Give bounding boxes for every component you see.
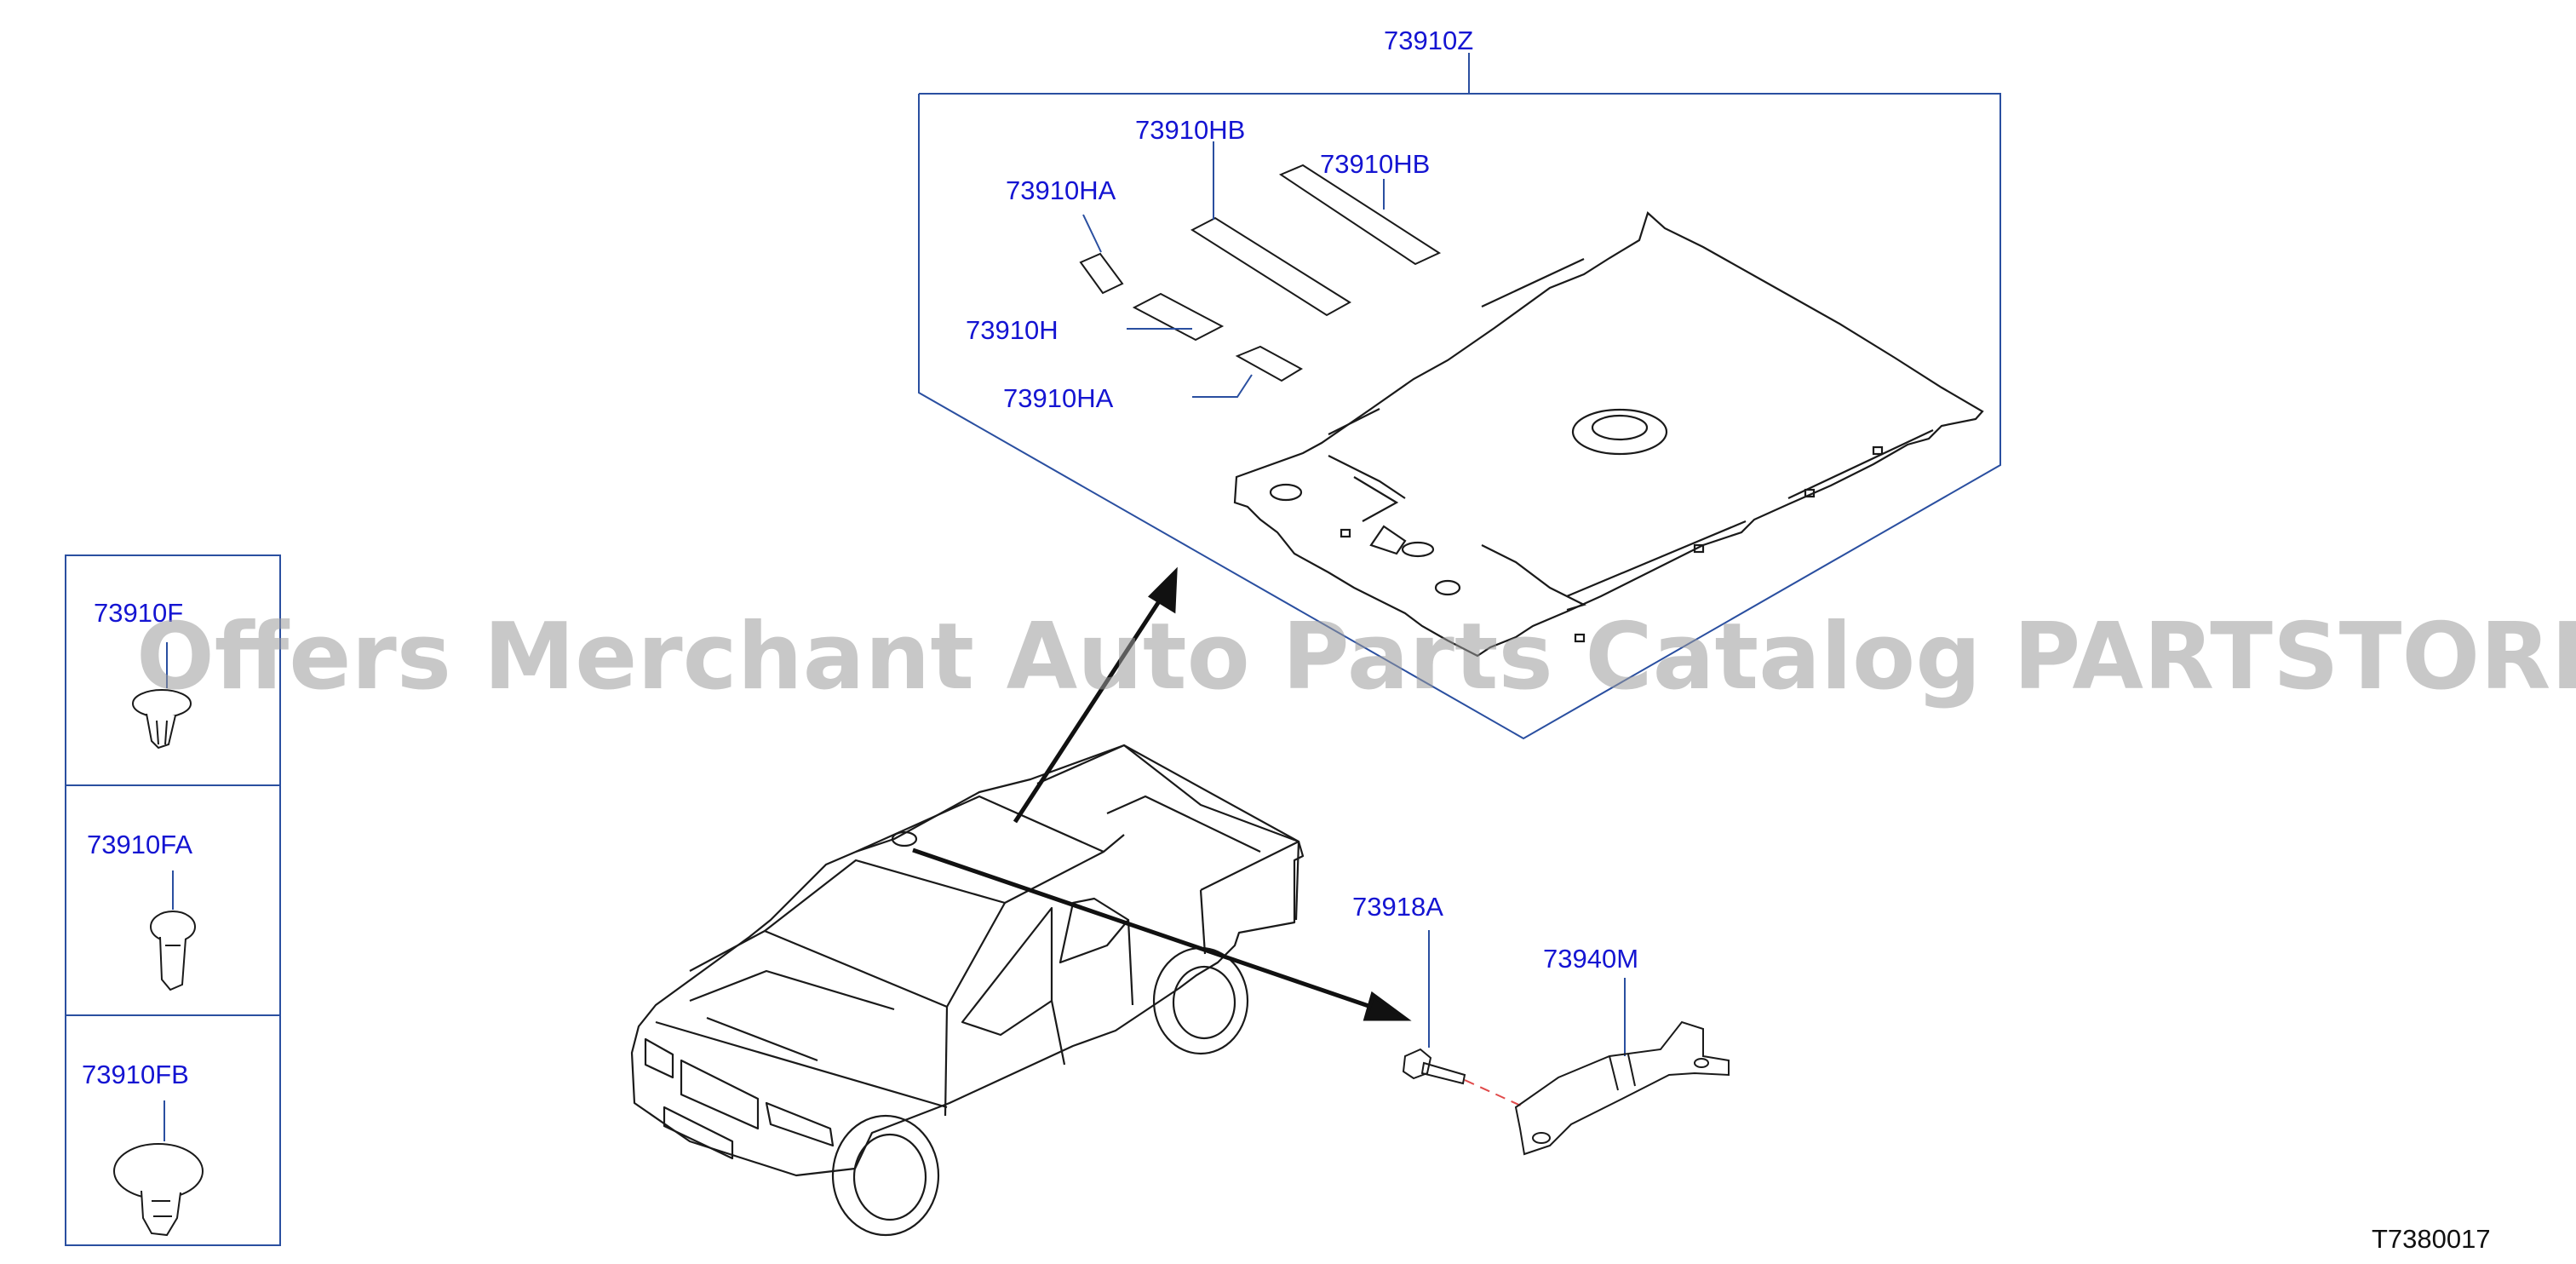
clip-legend-panel (65, 554, 281, 1246)
clip-fa-icon (150, 911, 196, 991)
callout-arrows (912, 566, 1412, 1021)
clip-f-icon (132, 689, 192, 750)
diagram-reference-code: T7380017 (2372, 1224, 2491, 1254)
label-73940m[interactable]: 73940M (1543, 944, 1638, 974)
label-73910f[interactable]: 73910F (94, 598, 183, 628)
watermark-text: Offers Merchant Auto Parts Catalog PARTS… (136, 604, 2576, 710)
label-73910hb-left[interactable]: 73910HB (1135, 115, 1245, 145)
headlining-strips (1079, 164, 1442, 382)
label-73918a[interactable]: 73918A (1352, 892, 1443, 922)
clip-fb-icon (113, 1143, 204, 1237)
pickup-truck (630, 744, 1305, 1237)
label-73910fb[interactable]: 73910FB (82, 1060, 189, 1089)
label-73910h[interactable]: 73910H (966, 315, 1059, 345)
bracket-part (1514, 978, 1730, 1156)
label-73910fa[interactable]: 73910FA (87, 830, 192, 859)
label-73910z[interactable]: 73910Z (1384, 26, 1473, 55)
part-labels: 73910Z 73910HB 73910HB 73910HA 73910H 73… (82, 26, 1638, 1089)
headlining-callout-frame (918, 53, 2001, 740)
label-73910ha-bottom[interactable]: 73910HA (1003, 383, 1114, 413)
label-73910hb-right[interactable]: 73910HB (1320, 149, 1430, 179)
bolt-part (1402, 930, 1525, 1108)
headlining-panel (1233, 211, 1984, 658)
strip-leaders (1082, 141, 1385, 398)
label-73910ha-top[interactable]: 73910HA (1006, 175, 1116, 205)
